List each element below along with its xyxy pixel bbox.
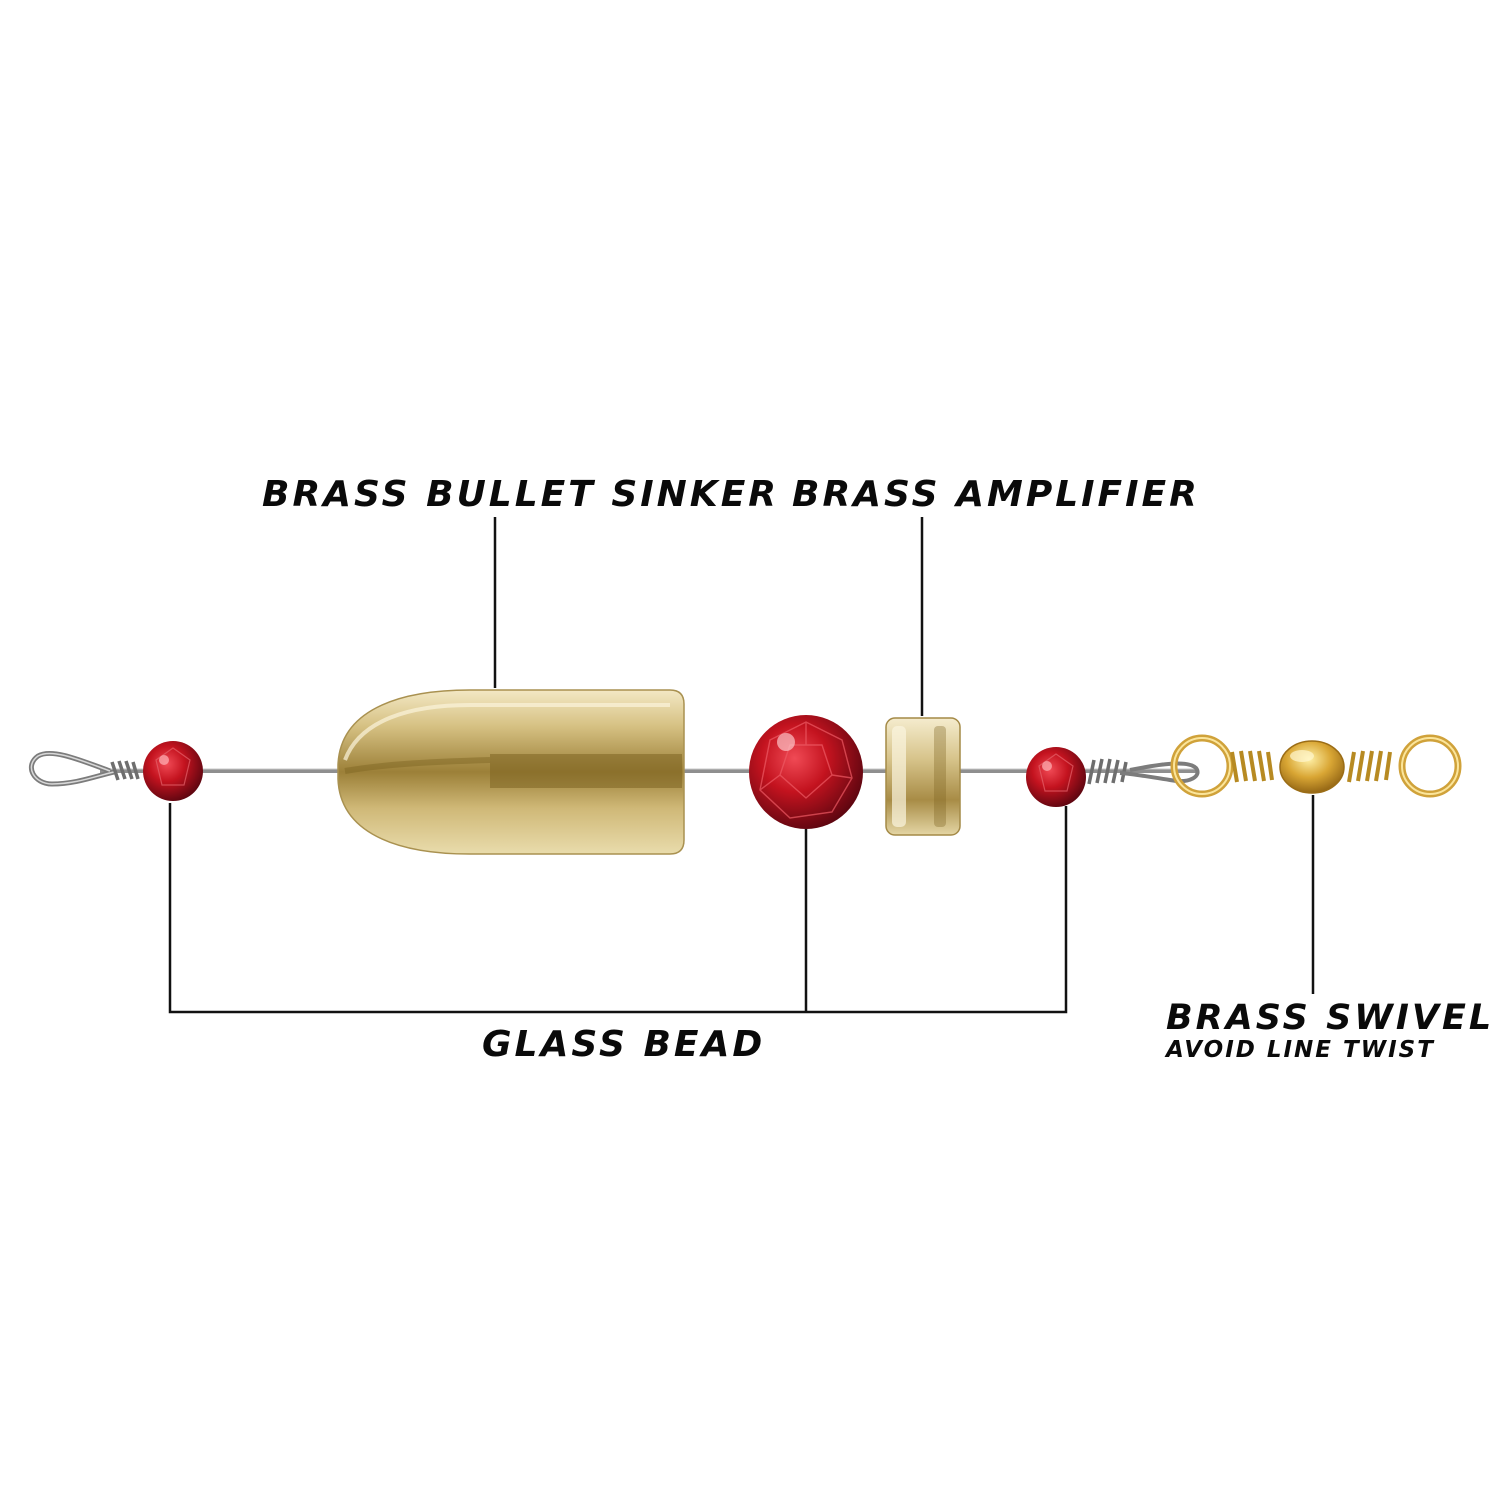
label-avoid-line-twist: AVOID LINE TWIST [1166,1037,1435,1063]
label-brass-bullet-sinker: BRASS BULLET SINKER [262,474,780,515]
label-glass-bead: GLASS BEAD [482,1024,766,1065]
label-brass-swivel: BRASS SWIVEL [1166,998,1495,1038]
small-glass-bead-left [143,741,203,801]
brass-amplifier [885,717,961,836]
leader-lines [168,517,1315,1014]
small-glass-bead-right [1026,747,1086,807]
right-wire-twist [1087,758,1200,785]
brass-swivel [1170,734,1462,798]
brass-bullet-sinker [337,689,685,855]
leader-bead-left [168,803,1068,1014]
left-wire-loop [29,750,140,787]
label-brass-amplifier: BRASS AMPLIFIER [792,474,1200,515]
large-glass-bead [749,715,863,829]
